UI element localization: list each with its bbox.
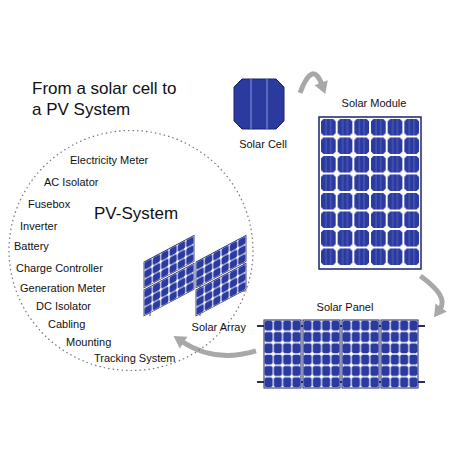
component-item: Tracking System (94, 352, 176, 365)
component-item: AC Isolator (44, 176, 98, 189)
pv-system-circle: PV-System Electricity Meter AC IsolatorFus… (6, 128, 256, 373)
solar-panel-illustration (256, 318, 426, 390)
stage-label: Solar Panel (256, 301, 434, 314)
component-item: Charge Controller (16, 262, 103, 275)
flow-arrow (420, 276, 446, 317)
solar-module: Solar Module (316, 94, 432, 276)
solar-panel: Solar Panel (256, 298, 434, 394)
flow-arrow (174, 336, 256, 355)
component-item: Fusebox (28, 198, 70, 211)
stage-label: Solar Module (316, 97, 432, 110)
component-item: Cabling (48, 318, 85, 331)
component-item: Battery (14, 240, 49, 253)
solar-module-illustration (318, 116, 422, 270)
system-heading: PV-System (94, 204, 178, 224)
component-item: Generation Meter (20, 282, 106, 295)
diagram-title: From a solar cell to a PV System (32, 78, 182, 120)
flow-arrow (300, 74, 328, 94)
stage-label: Solar Array (192, 321, 246, 334)
component-item: Mounting (66, 336, 111, 349)
component-item: Inverter (20, 220, 57, 233)
component-item: Electricity Meter (70, 154, 148, 167)
stage-label: Solar Cell (226, 138, 300, 151)
component-item: DC Isolator (36, 300, 91, 313)
solar-array: Solar Array (140, 232, 252, 336)
solar-array-illustration (140, 232, 252, 318)
solar-cell: Solar Cell (226, 76, 300, 160)
solar-cell-icon (233, 78, 285, 130)
